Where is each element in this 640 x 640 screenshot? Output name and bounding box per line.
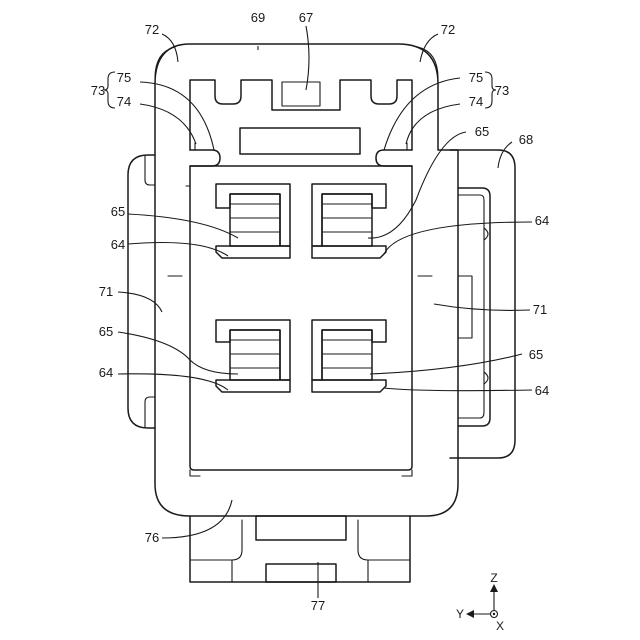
label-64-bottom-left: 64	[99, 365, 113, 380]
contact-cavity-top-right	[312, 184, 386, 258]
axis-triad: Z Y X	[456, 571, 504, 633]
label-77: 77	[311, 598, 325, 613]
top-channel	[190, 80, 412, 154]
label-64-top-left: 64	[111, 237, 125, 252]
label-64-top-right: 64	[535, 213, 549, 228]
leader-lines	[118, 26, 532, 598]
label-67: 67	[299, 10, 313, 25]
contact-cavity-bottom-right	[312, 320, 386, 392]
label-65-bottom-right: 65	[529, 347, 543, 362]
contact-cavity-top-left	[216, 184, 290, 258]
label-72-left: 72	[145, 22, 159, 37]
axis-label-x: X	[496, 619, 504, 633]
label-73-right: 73	[495, 83, 509, 98]
left-flange	[128, 155, 155, 428]
label-69: 69	[251, 10, 265, 25]
axis-label-z: Z	[490, 571, 497, 585]
label-65-bottom-left: 65	[99, 324, 113, 339]
label-74-right: 74	[469, 94, 483, 109]
label-75-right: 75	[469, 70, 483, 85]
axis-label-y: Y	[456, 607, 464, 621]
label-64-bottom-right: 64	[535, 383, 549, 398]
label-71-left: 71	[99, 284, 113, 299]
bottom-protrusion	[190, 516, 410, 582]
label-76: 76	[145, 530, 159, 545]
label-73-left: 73	[91, 83, 105, 98]
label-68: 68	[519, 132, 533, 147]
contact-cavity-bottom-left	[216, 320, 290, 392]
label-65-top-left: 65	[111, 204, 125, 219]
label-72-right: 72	[441, 22, 455, 37]
right-latch-arm	[450, 150, 515, 458]
label-65-top-right: 65	[475, 124, 489, 139]
label-71-right: 71	[533, 302, 547, 317]
z-arrow-icon	[490, 584, 498, 592]
label-75-left: 75	[117, 70, 131, 85]
inner-cavity	[168, 166, 432, 476]
y-arrow-icon	[466, 610, 474, 618]
brace-73-left	[104, 72, 115, 108]
label-74-left: 74	[117, 94, 131, 109]
